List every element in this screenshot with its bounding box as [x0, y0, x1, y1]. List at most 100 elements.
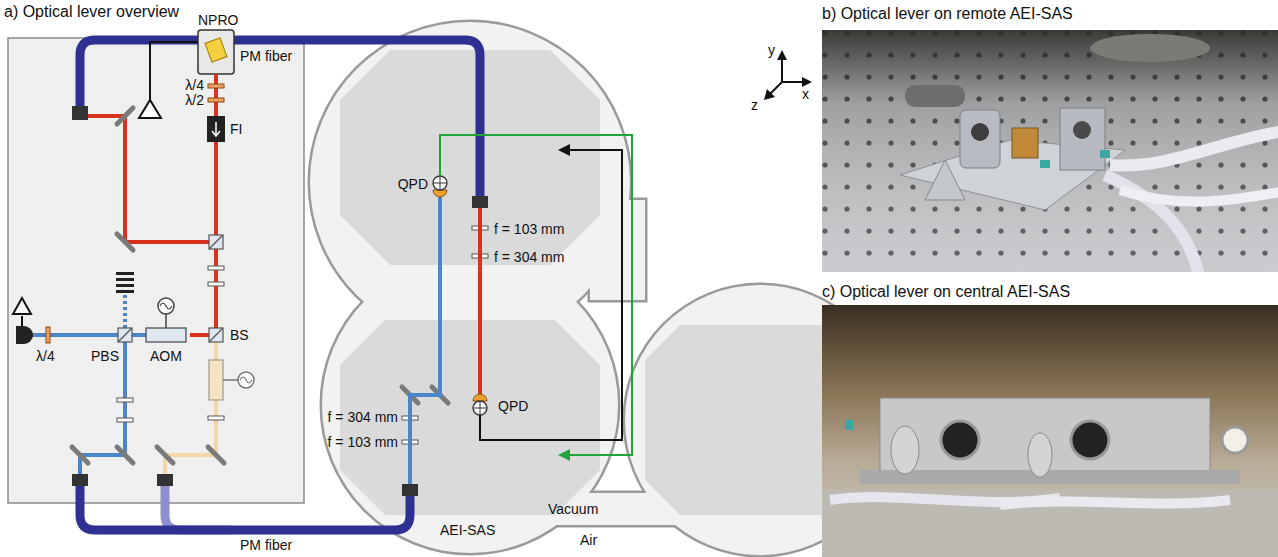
npro-laser — [139, 30, 234, 118]
faraday-isolator — [207, 116, 225, 142]
coordinate-axes — [777, 50, 787, 60]
beam-dump — [116, 272, 134, 275]
qpd — [433, 176, 447, 190]
fiber-coupler — [402, 484, 418, 496]
photo-central — [860, 470, 1240, 484]
npro-laser — [198, 30, 234, 74]
photo-remote — [925, 160, 965, 200]
figure-panel: a) Optical lever overview — [0, 0, 812, 557]
qpd — [433, 190, 447, 197]
qpd — [433, 176, 447, 190]
lens-label: f = 103 mm — [328, 434, 398, 450]
coordinate-axes — [802, 77, 812, 87]
mirror — [117, 108, 133, 124]
coordinate-axes — [781, 58, 783, 82]
photo-central — [1222, 427, 1248, 453]
axis-label: y — [768, 42, 775, 58]
laser-beam — [88, 74, 216, 335]
aom — [223, 379, 238, 381]
photo-remote — [1073, 121, 1091, 139]
seismic-platform — [340, 50, 875, 515]
detector-label: QPD — [498, 398, 528, 414]
aom — [146, 298, 254, 400]
beam-splitter — [209, 235, 223, 249]
photo-central — [880, 398, 1210, 480]
photo-remote — [1012, 128, 1038, 158]
photo-central — [1071, 421, 1109, 459]
coordinate-axes — [782, 81, 804, 83]
mirror — [72, 108, 448, 463]
pm-fiber — [80, 485, 410, 530]
photo-remote — [960, 110, 1000, 168]
lens — [117, 226, 488, 444]
component-label: λ/2 — [185, 92, 204, 108]
mirror — [117, 447, 133, 463]
vacuum-chamber-outline — [310, 22, 895, 555]
signal-cable — [558, 144, 570, 156]
laser-beam — [190, 74, 216, 335]
photo-central — [941, 421, 979, 459]
photo-remote — [1060, 108, 1105, 170]
figure-panel: b) Optical lever on remote AEI-SAS — [818, 2, 1278, 30]
faraday-isolator — [207, 116, 225, 142]
lens-label: f = 103 mm — [494, 221, 564, 237]
photo-remote — [1090, 34, 1210, 62]
photodiode — [13, 298, 31, 314]
waveplate — [208, 84, 224, 88]
component-label: AOM — [150, 348, 182, 364]
shifted-beam — [410, 192, 440, 484]
photo-remote — [1100, 150, 1110, 158]
pm-fiber — [80, 40, 480, 196]
beam-dump — [116, 278, 134, 281]
component-label: λ/4 — [36, 348, 55, 364]
fiber-label: PM fiber — [240, 537, 292, 553]
qpd — [433, 176, 487, 415]
faraday-isolator — [212, 122, 220, 136]
beam-splitter — [118, 328, 132, 342]
beam-splitter — [209, 235, 223, 249]
panel-heading: c) Optical lever on central AEI-SAS — [818, 280, 1074, 304]
beam-dump — [116, 290, 134, 293]
aom — [240, 377, 252, 383]
laser-beam — [478, 208, 482, 398]
npro-laser — [205, 38, 227, 62]
component-label: FI — [230, 121, 242, 137]
seismic-platform — [340, 50, 600, 265]
lens — [117, 418, 133, 422]
shifted-beam — [80, 342, 125, 476]
waveplate — [46, 327, 50, 343]
component-label: λ/4 — [185, 77, 204, 93]
qpd — [473, 401, 487, 415]
mirror — [117, 234, 133, 250]
pm-fiber — [165, 485, 230, 530]
beam-splitter — [209, 328, 223, 342]
waveplate — [208, 98, 224, 102]
photodiode — [21, 316, 23, 326]
region-label: AEI-SAS — [440, 522, 495, 538]
figure-panel: c) Optical lever on central AEI-SAS — [818, 280, 1278, 305]
vacuum-chamber-fill — [322, 257, 618, 553]
aom — [158, 298, 174, 314]
photo-central — [822, 490, 1278, 557]
mirror — [157, 447, 173, 463]
axis-label: x — [802, 86, 809, 102]
aom — [160, 303, 172, 309]
breadboard — [8, 38, 304, 503]
qpd — [473, 394, 487, 401]
component-label: PBS — [91, 348, 119, 364]
lens — [117, 398, 133, 402]
fiber-coupler — [72, 106, 488, 496]
region-label: Vacuum — [548, 501, 598, 517]
beam-dump — [116, 284, 134, 287]
fiber-coupler — [157, 474, 173, 486]
beam-dump — [116, 272, 134, 293]
beam-splitter — [209, 328, 223, 342]
waveplate — [46, 84, 224, 343]
lens-label: f = 304 mm — [328, 409, 398, 425]
photo-remote — [1105, 175, 1200, 272]
shifted-beam — [30, 294, 146, 476]
axis-label: z — [751, 97, 758, 113]
photo-remote — [1110, 130, 1278, 166]
aom — [209, 360, 223, 400]
beam-splitter — [118, 235, 223, 342]
